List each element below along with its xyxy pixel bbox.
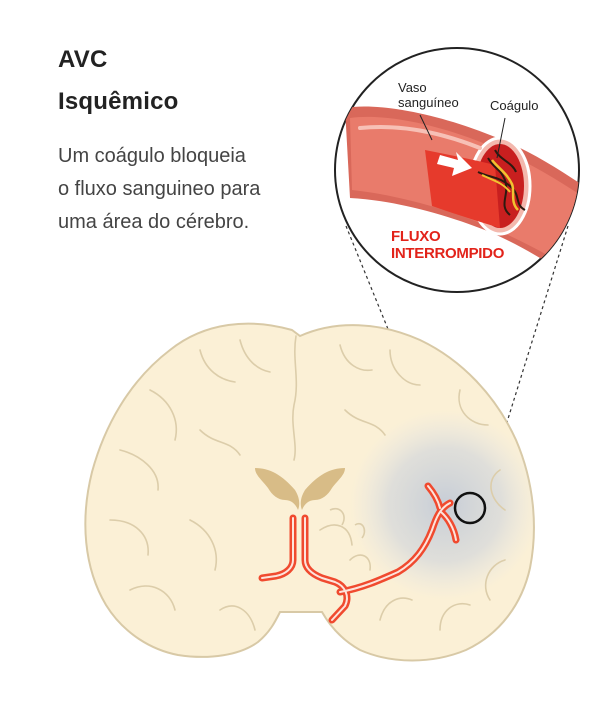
brain-cross-section (84, 322, 535, 662)
description-line-1: Um coágulo bloqueia (58, 145, 246, 167)
alert-line1: FLUXO (391, 228, 441, 245)
magnified-callout (334, 47, 580, 293)
vessel-label: Vaso sanguíneo (398, 80, 459, 110)
clot-label: Coágulo (490, 98, 539, 113)
description-line-3: uma área do cérebro. (58, 211, 250, 233)
description: Um coágulo bloqueia o fluxo sanguineo pa… (58, 140, 260, 239)
clot-icon (491, 159, 519, 211)
vessel-label-line2: sanguíneo (398, 95, 459, 110)
right-ventricle (300, 468, 345, 510)
alert-line2: INTERROMPIDO (391, 245, 505, 262)
clot-pointer (496, 117, 506, 159)
flow-interrupted-label: FLUXO INTERROMPIDO (391, 228, 504, 262)
vessel-label-line1: Vaso (398, 80, 427, 95)
vessel-pointer (419, 114, 433, 141)
description-line-2: o fluxo sanguineo para (58, 178, 261, 200)
flow-arrow-icon (437, 152, 472, 176)
cerebral-arteries (258, 482, 460, 624)
diagram-title-line2: Isquêmico (58, 88, 179, 115)
blockage-marker (453, 491, 487, 525)
left-ventricle (255, 468, 300, 510)
diagram-title-line1: AVC (58, 46, 108, 73)
